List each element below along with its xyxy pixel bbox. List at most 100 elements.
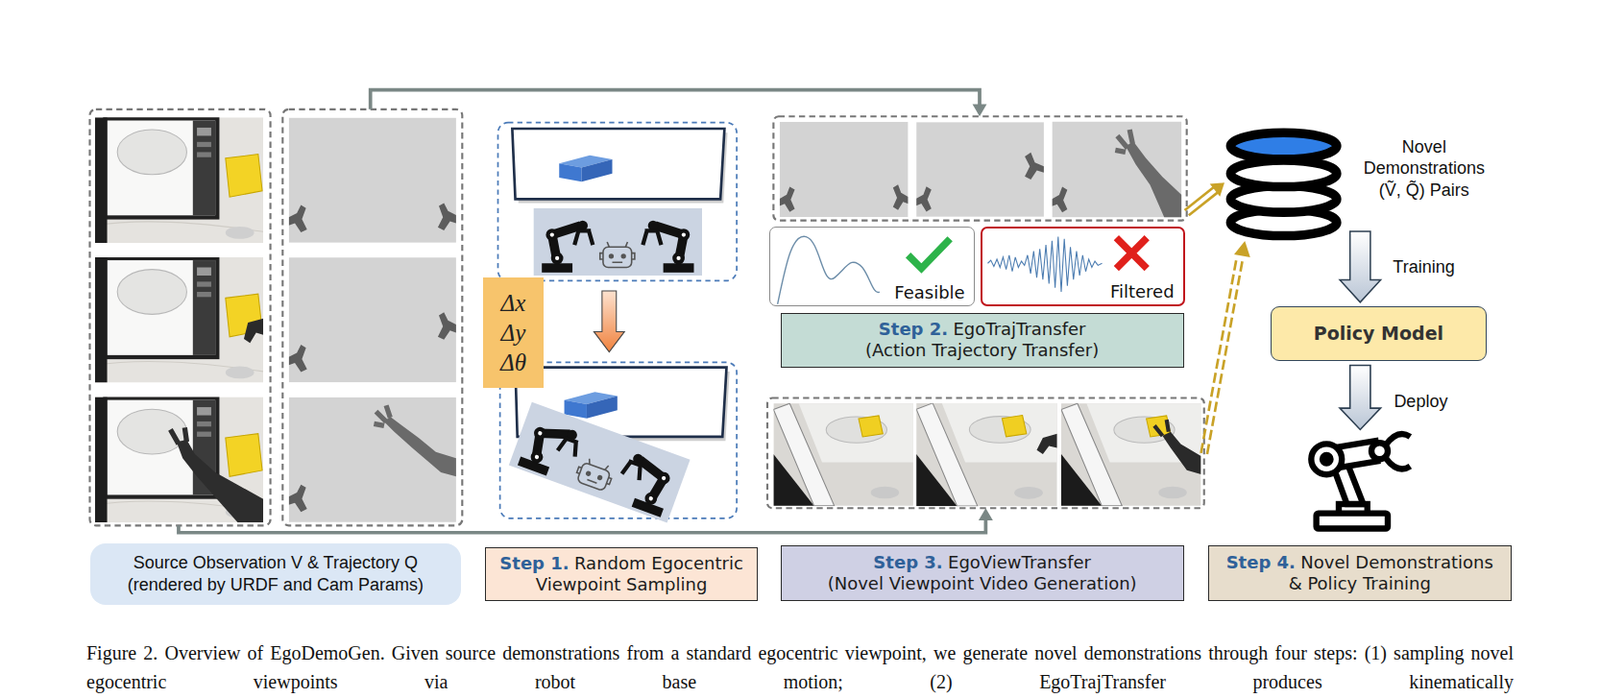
- trajectory-panel: [1024, 152, 1044, 180]
- source-groups: [90, 109, 271, 527]
- gold-arrow: [1185, 187, 1219, 217]
- feasible-curve: [777, 236, 880, 304]
- render-panel: [289, 397, 457, 523]
- viewpoint-sampling: [498, 122, 738, 282]
- step-box: Step 4.Novel Demonstrations& Policy Trai…: [1208, 545, 1512, 601]
- source-photo: [95, 117, 264, 243]
- robot-arm-icon: [1371, 442, 1388, 460]
- trajectory-panel: [773, 116, 1187, 220]
- frame-arrow: [178, 90, 986, 534]
- policy-box: Policy Model: [1270, 306, 1487, 362]
- source-label-box: Source Observation V & Trajectory Q(rend…: [90, 543, 462, 606]
- source-photo: [95, 117, 264, 243]
- robot-arm-icon: [1385, 434, 1411, 469]
- arrow-label: Deploy: [1393, 391, 1448, 413]
- trajectory-panel: [779, 121, 909, 218]
- trajectory-panel: [1125, 142, 1182, 219]
- trajectory-panel: [773, 116, 1187, 220]
- source-photo: [95, 396, 264, 523]
- step-number: Step 1.: [499, 553, 569, 574]
- render-panel: [289, 397, 457, 523]
- robot-arm-icon: [1316, 513, 1388, 530]
- novel-view-frames: [916, 403, 1058, 507]
- robot-arm-icon: [1310, 434, 1410, 529]
- robot-arm-icon: [1322, 455, 1332, 464]
- render-panel: [289, 257, 457, 383]
- database-icon: [1230, 132, 1337, 160]
- step-box: Step 2.EgoTrajTransfer(Action Trajectory…: [780, 313, 1185, 367]
- novel-view-frames: [773, 403, 914, 507]
- gold-arrow: [1210, 182, 1225, 197]
- frame-arrow: [178, 518, 986, 534]
- source-photo: [95, 257, 264, 384]
- step-title: EgoTrajTransfer: [953, 318, 1087, 340]
- feasible-curve: [908, 239, 951, 269]
- novel-view-frames: [916, 403, 1058, 507]
- step-subtitle: (Action Trajectory Transfer): [865, 339, 1099, 362]
- source-photo: [95, 396, 264, 523]
- novel-view-frames: [767, 398, 1205, 510]
- text-line: Step 1.Random Egocentric: [499, 553, 743, 575]
- viewpoint-sampling: [581, 159, 613, 182]
- trajectory-panel: [893, 184, 909, 210]
- trajectory-panel: [1051, 121, 1182, 219]
- box-text: (rendered by URDF and Cam Params): [127, 574, 424, 597]
- novel-view-frames: [1154, 419, 1169, 437]
- source-photo: [95, 117, 264, 523]
- gold-arrow: [1234, 241, 1251, 258]
- feasible-box: Feasible: [769, 226, 975, 307]
- step-box: Step 3.EgoViewTransfer(Novel Viewpoint V…: [780, 545, 1185, 601]
- box-text: Source Observation V & Trajectory Q: [133, 552, 418, 575]
- viewpoint-sampling: [558, 163, 582, 182]
- frame-arrowhead: [978, 508, 994, 521]
- step-title: EgoViewTransfer: [947, 552, 1091, 573]
- render-panel: [289, 118, 457, 523]
- step-number: Step 3.: [872, 552, 943, 573]
- viewpoint-sampling: [593, 290, 625, 353]
- deploy-arrow: [1339, 365, 1382, 431]
- viewpoint-sampling: [533, 208, 703, 276]
- step-subtitle: (Novel Viewpoint Video Generation): [827, 573, 1138, 595]
- figure-caption: Figure 2. Overview of EgoDemoGen. Given …: [86, 638, 1514, 697]
- text-line: Step 3.EgoViewTransfer: [872, 552, 1091, 574]
- status-text: Filtered: [1110, 281, 1175, 302]
- delta-box: Δx Δy Δθ: [483, 277, 545, 388]
- trajectory-panel: [916, 121, 1044, 217]
- viewpoint-sampling: [586, 395, 618, 418]
- novel-view-frames: [1061, 403, 1202, 507]
- filtered-box: Filtered: [980, 226, 1186, 307]
- database-icon: [1230, 132, 1337, 236]
- box-text: Δx Δy Δθ: [496, 288, 532, 379]
- step-title: Random Egocentric: [574, 553, 744, 574]
- block-arrow: [1339, 231, 1382, 303]
- database-icon: [1230, 160, 1337, 188]
- trajectory-panel: [916, 121, 1044, 217]
- source-photo: [176, 439, 264, 523]
- step-title: Novel Demonstrations: [1300, 552, 1494, 573]
- frame-arrowhead: [972, 104, 988, 118]
- robot-arm-icon: [1310, 443, 1342, 475]
- step-number: Step 4.: [1226, 552, 1296, 573]
- step-number: Step 2.: [878, 318, 948, 340]
- render-panel: [384, 416, 457, 477]
- step-subtitle: & Policy Training: [1288, 573, 1431, 595]
- text-line: Step 2.EgoTrajTransfer: [878, 318, 1087, 340]
- trajectory-panel: [1051, 121, 1182, 219]
- step-subtitle: Viewpoint Sampling: [535, 574, 708, 596]
- render-panel: [437, 202, 457, 231]
- gold-arrow: [1201, 257, 1244, 455]
- source-groups: [90, 109, 463, 527]
- viewpoint-sampling: [509, 402, 691, 524]
- render-panel: [373, 405, 390, 426]
- frame-arrow: [370, 90, 980, 110]
- novel-view-frames: [1162, 432, 1201, 475]
- render-panel: [289, 118, 457, 243]
- status-text: Feasible: [894, 282, 965, 303]
- source-photo: [169, 427, 187, 444]
- novel-view-frames: [767, 398, 1205, 510]
- text-line: Step 4.Novel Demonstrations: [1226, 552, 1494, 574]
- novel-view-frames: [1037, 434, 1058, 455]
- step-box: Step 1.Random EgocentricViewpoint Sampli…: [484, 547, 759, 602]
